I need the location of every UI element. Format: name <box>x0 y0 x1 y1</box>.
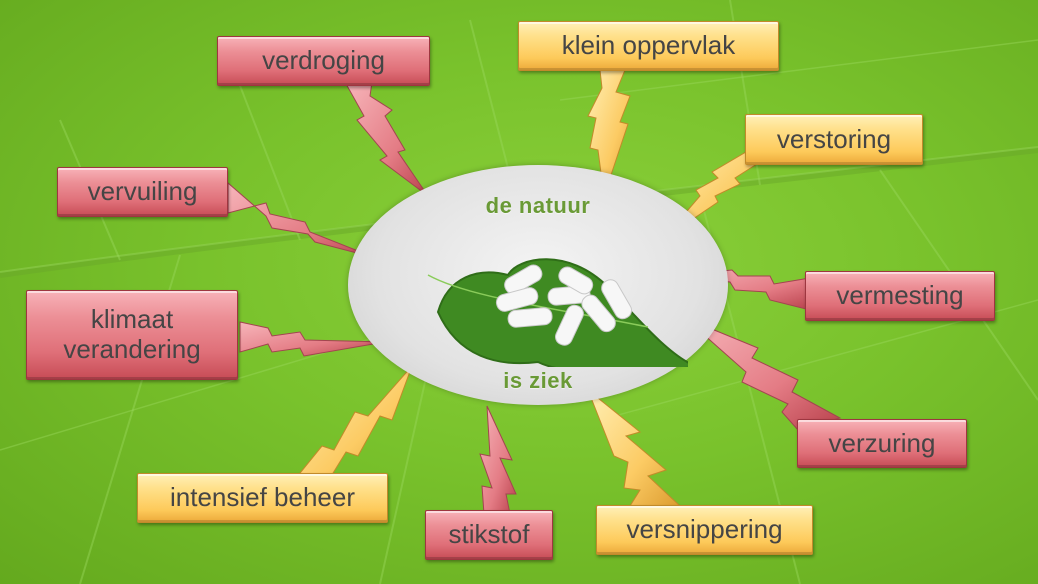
label-verzuring: verzuring <box>797 419 967 468</box>
center-title-bottom: is ziek <box>503 368 573 393</box>
label-intensief-beheer: intensief beheer <box>137 473 388 523</box>
label-versnippering: versnippering <box>596 505 813 555</box>
label-klein-oppervlak: klein oppervlak <box>518 21 779 71</box>
bolt-vervuiling <box>227 181 377 259</box>
label-klimaat-line1: klimaat <box>90 304 174 335</box>
bolt-versnippering <box>586 388 682 507</box>
label-verstoring: verstoring <box>745 114 923 165</box>
center-ellipse: de natuur is ziek <box>348 165 728 405</box>
center-title-top: de natuur <box>485 193 591 218</box>
label-klimaat-verandering: klimaat verandering <box>26 290 238 380</box>
label-verdroging: verdroging <box>217 36 430 86</box>
bolt-verdroging <box>344 81 429 197</box>
label-vervuiling: vervuiling <box>57 167 228 217</box>
leaf-with-pills-image <box>427 258 688 367</box>
bolt-klimaat <box>239 321 386 357</box>
bolt-stikstof <box>479 405 517 515</box>
label-stikstof: stikstof <box>425 510 553 560</box>
label-klimaat-line2: verandering <box>63 334 201 364</box>
label-vermesting: vermesting <box>805 271 995 321</box>
